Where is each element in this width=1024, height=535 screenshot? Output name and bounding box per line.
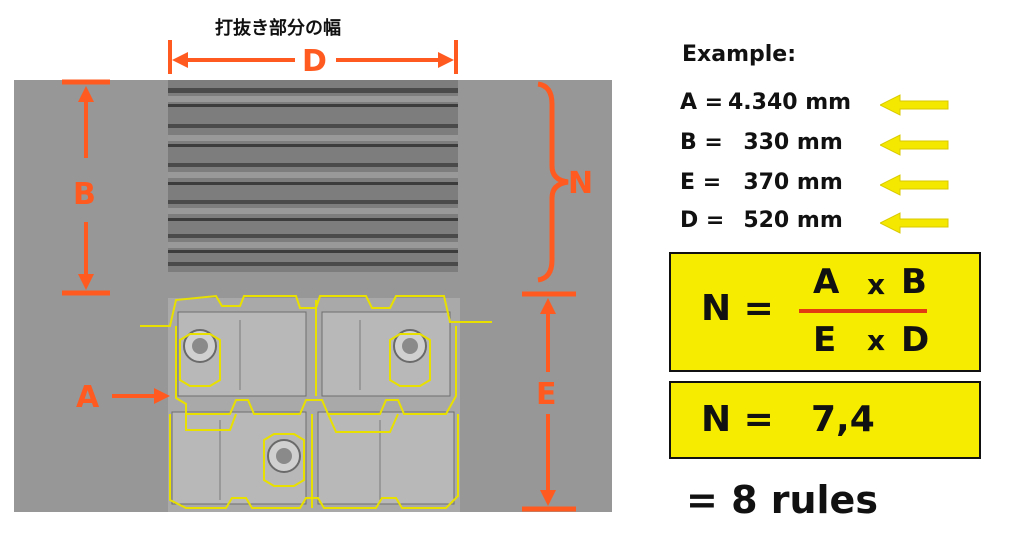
example-key: A = bbox=[680, 90, 724, 115]
denominator-operator: x bbox=[867, 324, 886, 357]
dimension-b-label: B bbox=[73, 177, 96, 212]
punch-width-caption: 打抜き部分の幅 bbox=[215, 18, 341, 39]
example-title: Example: bbox=[682, 42, 796, 67]
example-value: 520 mm bbox=[728, 208, 843, 233]
result-box: N = 7,4 bbox=[669, 381, 981, 459]
blank-parts-area bbox=[168, 298, 460, 512]
dimension-d-label: D bbox=[302, 44, 327, 79]
rules-conclusion: = 8 rules bbox=[686, 478, 878, 522]
denominator-second: D bbox=[901, 320, 930, 360]
formula-box: N = A x B E x D bbox=[669, 252, 981, 372]
yellow-arrow-icon bbox=[880, 94, 949, 116]
rule-strip-area bbox=[168, 80, 458, 272]
dimension-a-label: A bbox=[76, 380, 100, 415]
numerator-second: B bbox=[901, 262, 927, 302]
yellow-arrow-icon bbox=[880, 134, 949, 156]
example-row-a: A = 4.340 mm bbox=[680, 90, 949, 120]
denominator-first: E bbox=[813, 320, 837, 360]
dimension-n-bracket bbox=[537, 81, 569, 283]
dimension-b bbox=[62, 79, 110, 296]
example-row-d: D = 520 mm bbox=[680, 208, 949, 238]
result-lhs: N = bbox=[701, 399, 774, 440]
dimension-e-label: E bbox=[536, 377, 557, 412]
yellow-arrow-icon bbox=[880, 212, 949, 234]
example-value: 370 mm bbox=[728, 170, 843, 195]
example-row-e: E = 370 mm bbox=[680, 170, 949, 200]
example-value: 4.340 mm bbox=[728, 90, 852, 115]
dimension-a-arrowhead bbox=[154, 388, 170, 404]
dimension-e bbox=[522, 291, 576, 512]
numerator-operator: x bbox=[867, 268, 886, 301]
example-key: D = bbox=[680, 208, 725, 233]
example-key: E = bbox=[680, 170, 722, 195]
dimension-n-label: N bbox=[568, 166, 593, 201]
numerator-first: A bbox=[813, 262, 840, 302]
result-value: 7,4 bbox=[811, 399, 875, 440]
die-line-outline bbox=[140, 294, 492, 509]
formula-lhs: N = bbox=[701, 288, 774, 329]
example-row-b: B = 330 mm bbox=[680, 130, 949, 160]
example-key: B = bbox=[680, 130, 723, 155]
yellow-arrow-icon bbox=[880, 174, 949, 196]
fraction-bar bbox=[799, 309, 927, 313]
dimension-d bbox=[168, 40, 458, 74]
example-value: 330 mm bbox=[728, 130, 843, 155]
